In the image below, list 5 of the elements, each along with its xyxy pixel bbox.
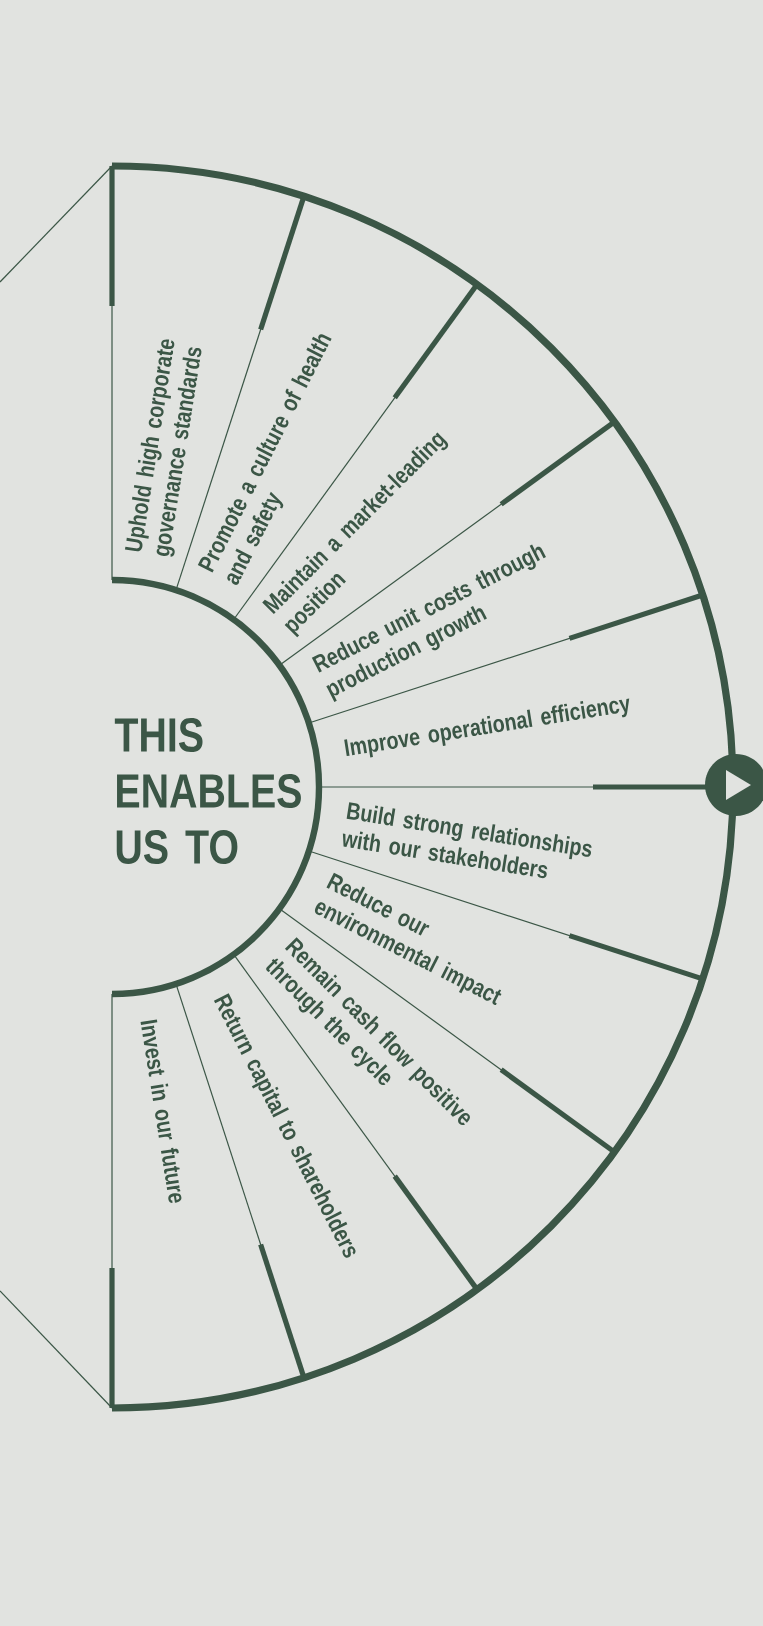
- segment-label: Uphold high corporate governance standards: [124, 339, 202, 557]
- segment-label: Invest in our future: [140, 1019, 182, 1204]
- hub-title: THIS ENABLES US TO: [114, 718, 301, 864]
- segment-label: Improve operational efficiency: [344, 698, 630, 758]
- segment-label: Build strong relationships with our stakeholders: [342, 802, 592, 879]
